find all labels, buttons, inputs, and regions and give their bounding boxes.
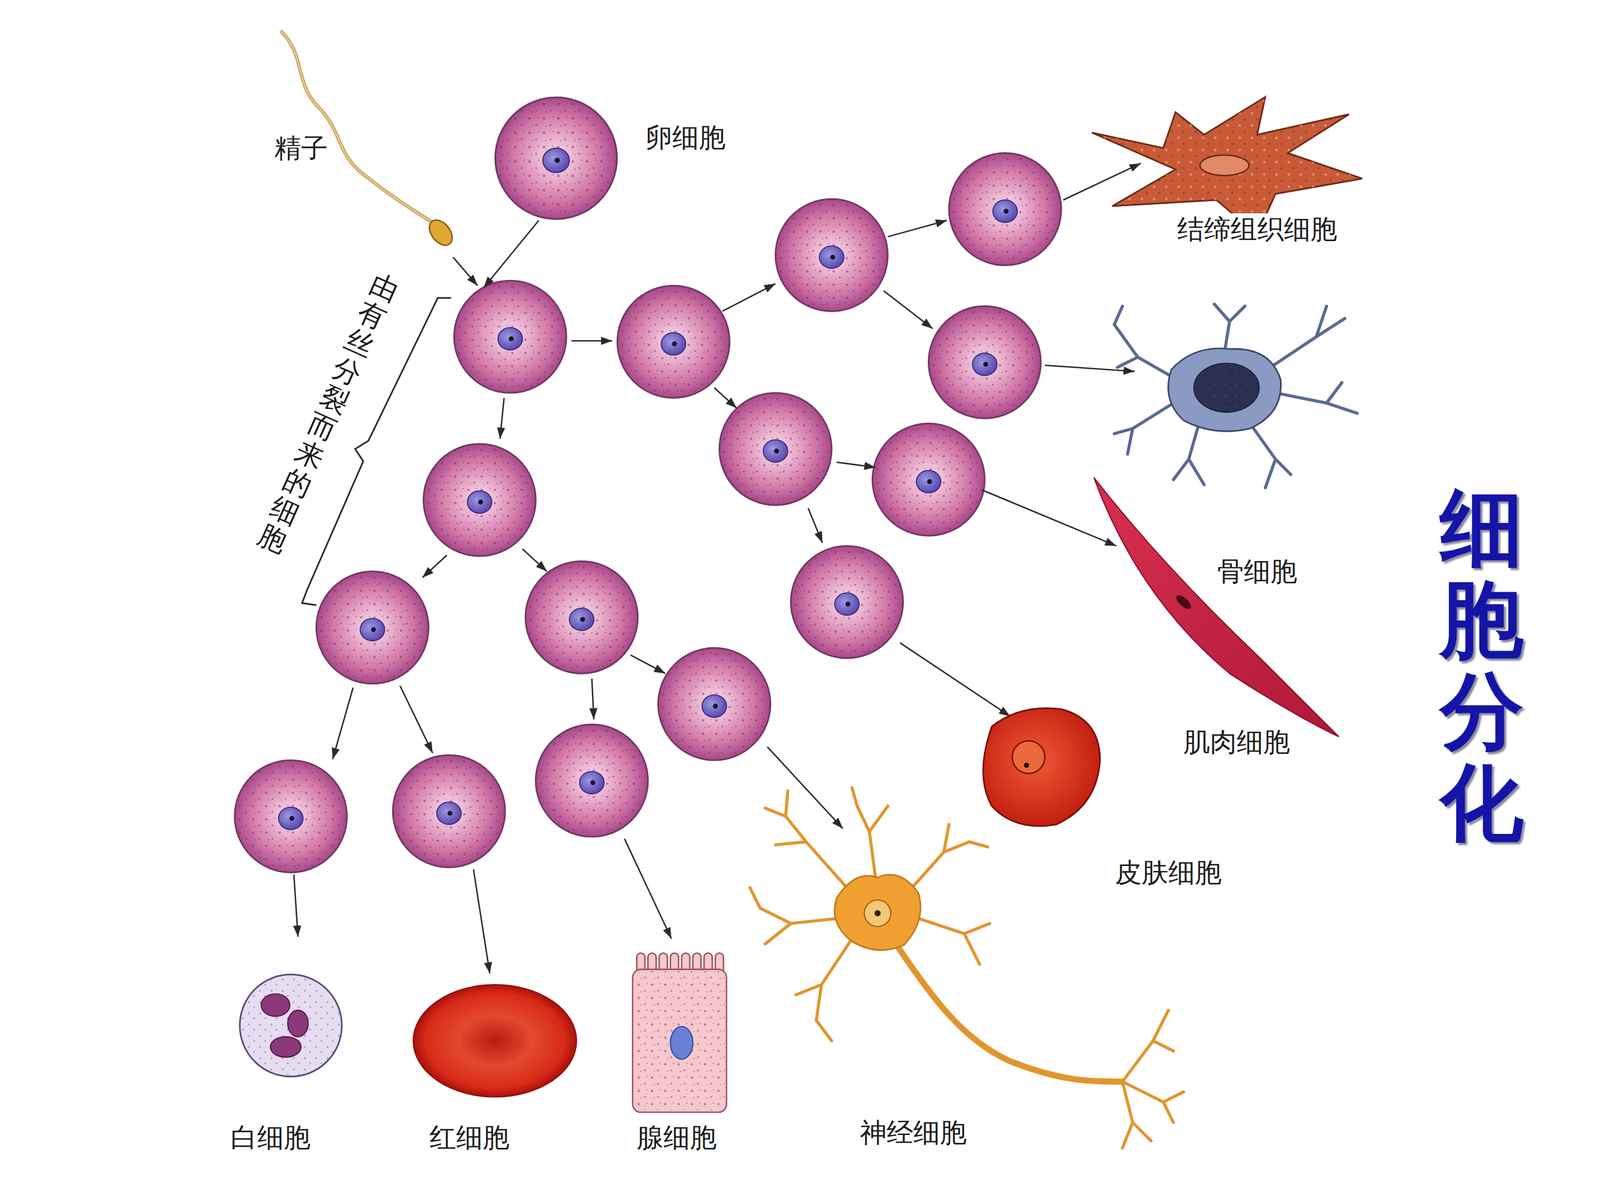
cell-label: 骨细胞 [1215,555,1300,588]
cell-label: 结缔组织细胞 [1175,213,1340,246]
title: 细胞分化 [1440,482,1524,849]
cell-label: 肌肉细胞 [1181,726,1293,759]
cell-label: 红细胞 [427,1121,512,1154]
cell-label: 精子 [272,132,330,165]
cell-label: 腺细胞 [634,1121,719,1154]
cell-label: 卵细胞 [643,121,728,154]
cell-label: 神经细胞 [857,1116,969,1149]
cell-label: 白细胞 [228,1121,313,1154]
cell-label: 皮肤细胞 [1112,856,1224,889]
